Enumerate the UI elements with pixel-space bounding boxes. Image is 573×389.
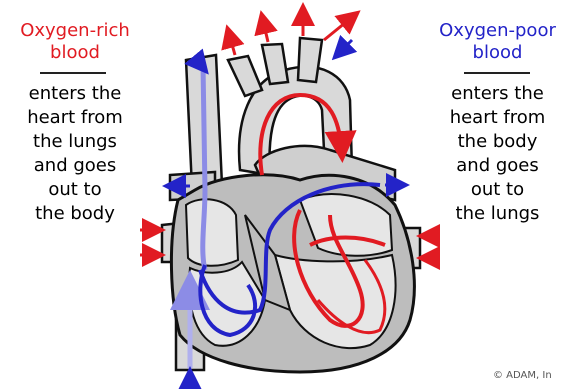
red-arrow-top-2: [262, 16, 268, 42]
blue-arrow-top-right: [336, 40, 352, 56]
copyright-credit: © ADAM, In: [493, 370, 552, 381]
red-arrow-top-4: [324, 14, 356, 40]
brachiocephalic-artery: [228, 56, 262, 96]
right-atrium: [186, 199, 238, 265]
red-arrow-top-1: [228, 30, 235, 55]
blue-flow-svc: [203, 65, 205, 270]
left-carotid-artery: [262, 44, 288, 84]
